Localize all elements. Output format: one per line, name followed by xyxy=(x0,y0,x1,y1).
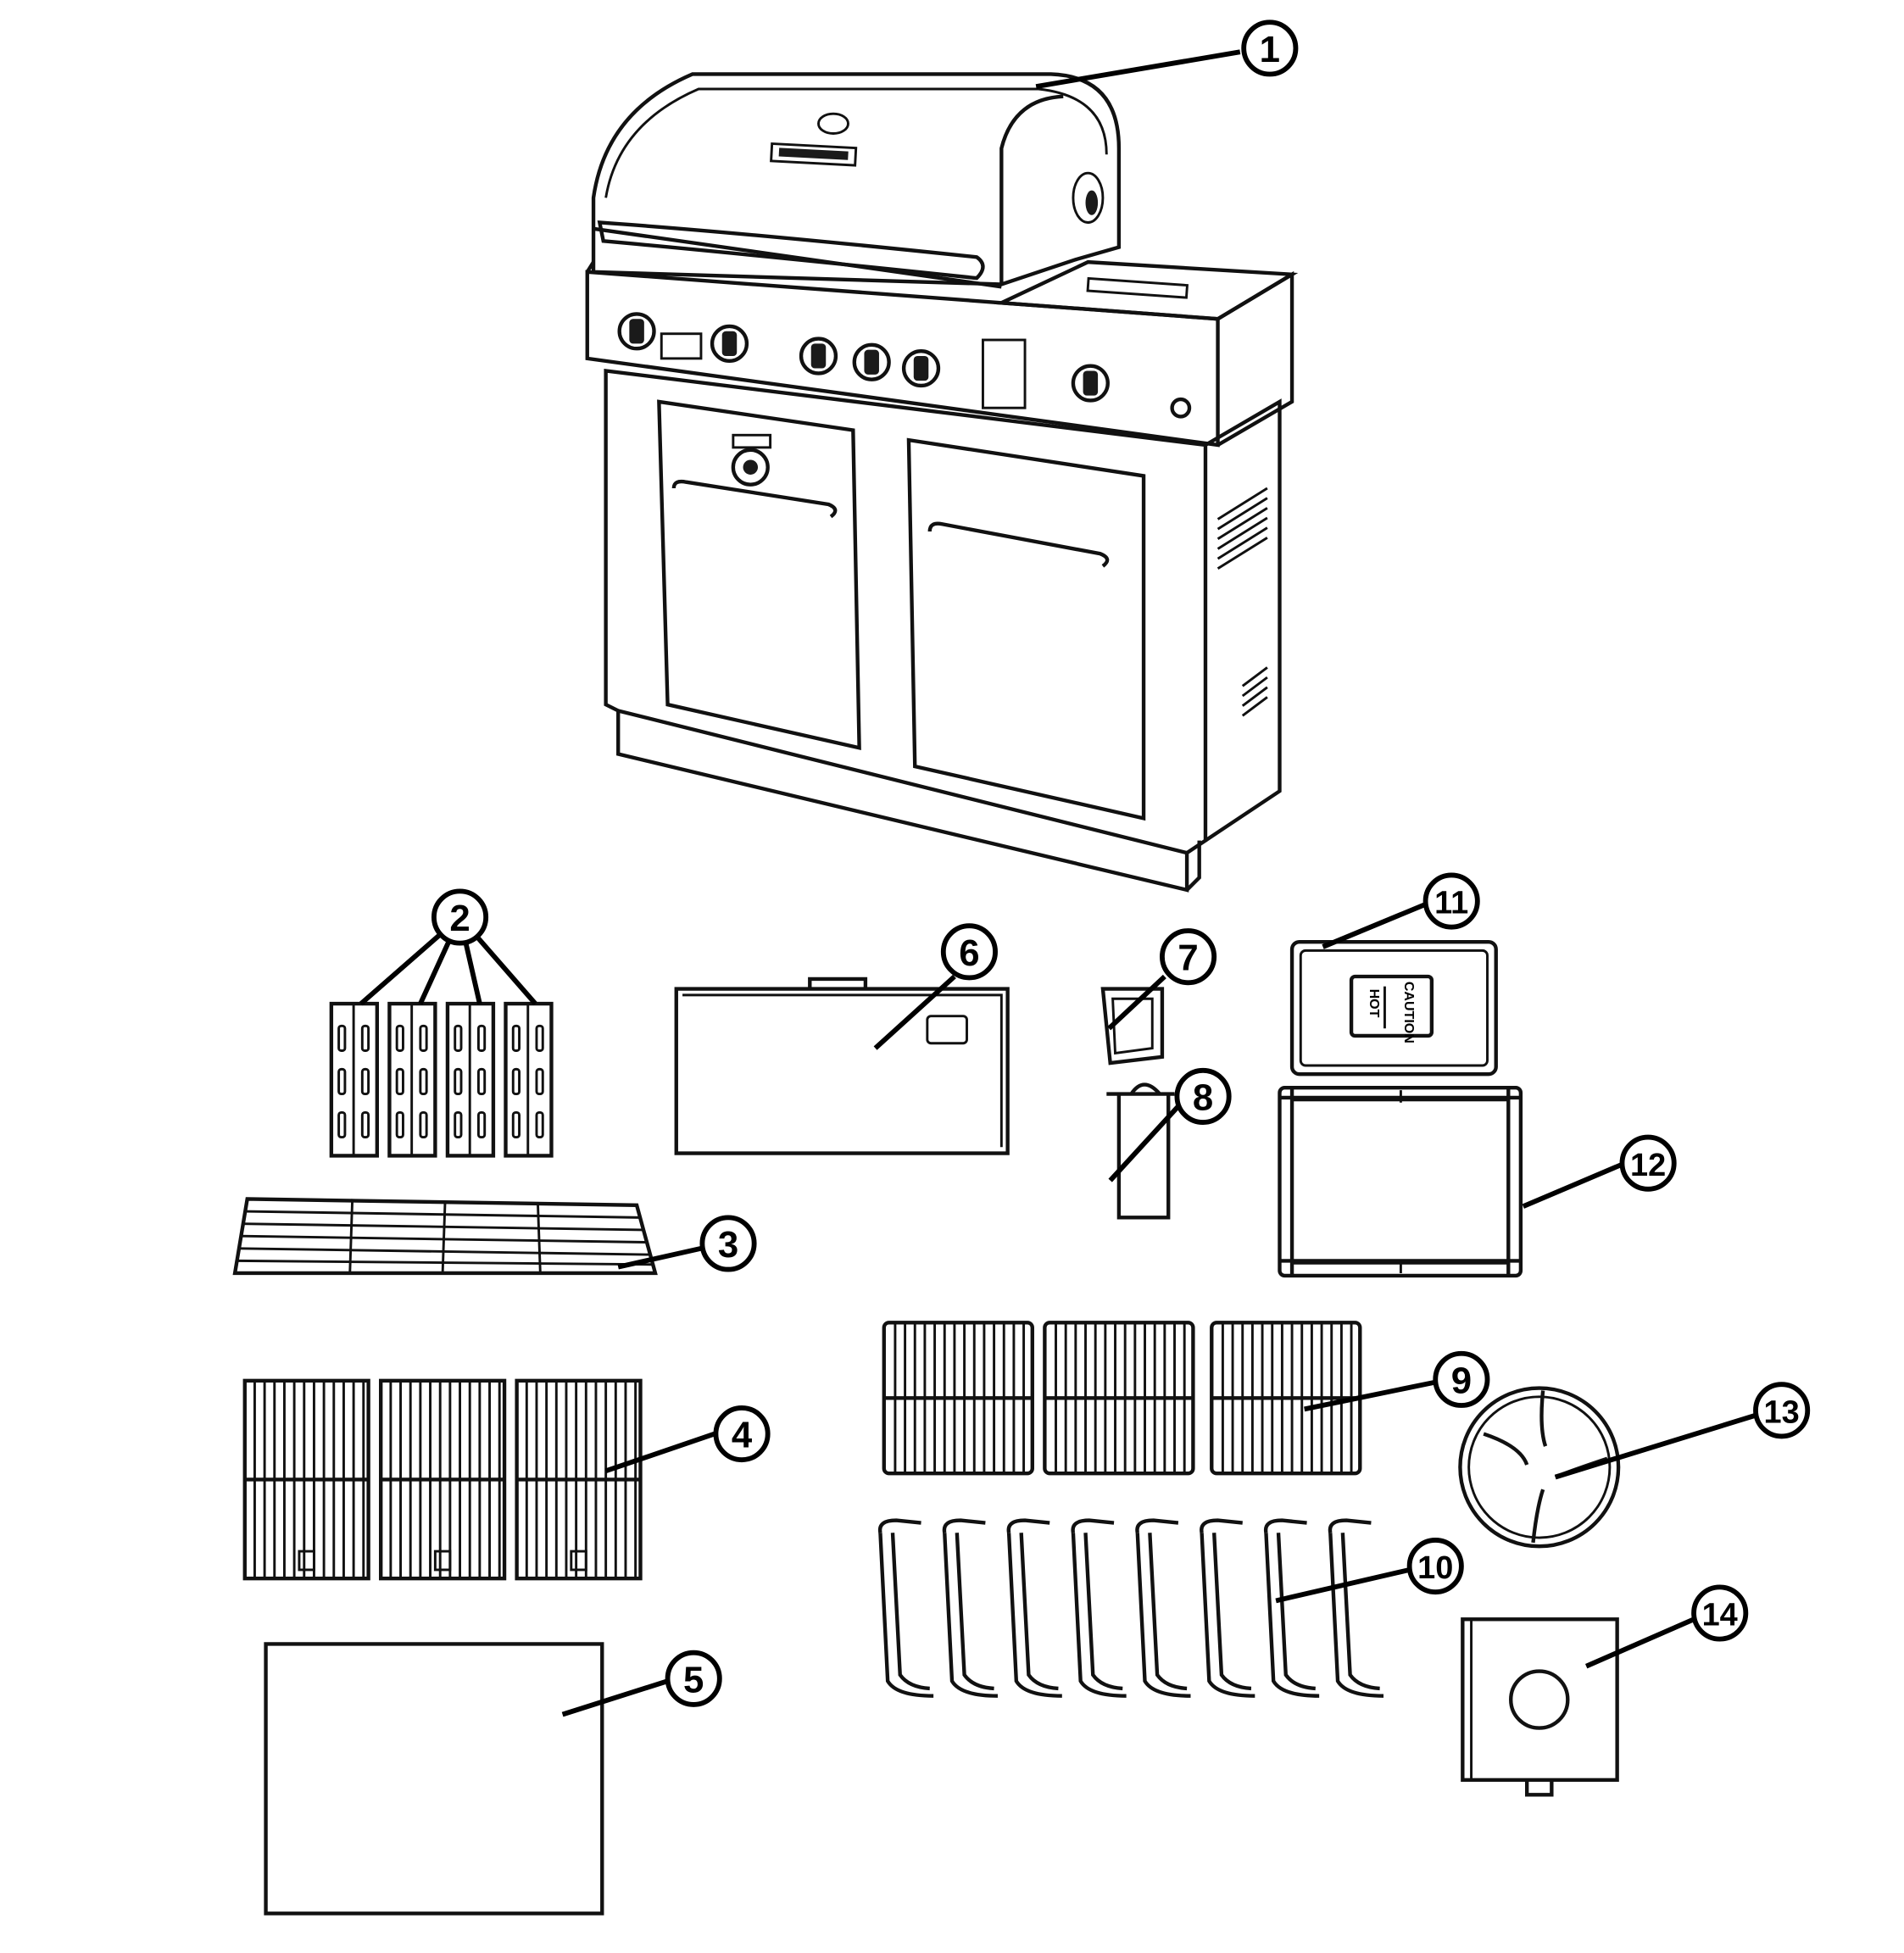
callout-14: 14 xyxy=(1691,1584,1749,1642)
callout-9: 9 xyxy=(1433,1350,1490,1408)
callout-5: 5 xyxy=(665,1650,722,1707)
svg-text:2: 2 xyxy=(449,898,470,939)
svg-text:8: 8 xyxy=(1193,1077,1213,1118)
burner-ring xyxy=(1458,1386,1621,1549)
side-grates xyxy=(882,1321,1362,1476)
side-burner-tray xyxy=(1278,1086,1523,1278)
heat-shield xyxy=(1461,1617,1619,1797)
callout-6: 6 xyxy=(940,923,998,981)
hot-label: HOT xyxy=(1367,989,1382,1018)
callout-8: 8 xyxy=(1174,1067,1232,1125)
callout-13: 13 xyxy=(1753,1382,1811,1439)
svg-text:14: 14 xyxy=(1702,1598,1738,1633)
leader-lines xyxy=(359,49,1756,1717)
grill-assembly xyxy=(585,72,1299,893)
side-burner-lid: CAUTION HOT xyxy=(1289,939,1498,1077)
cooking-grates xyxy=(242,1378,643,1581)
svg-text:12: 12 xyxy=(1630,1148,1666,1183)
callout-11: 11 xyxy=(1422,872,1480,930)
heat-tents xyxy=(329,1001,554,1158)
svg-text:6: 6 xyxy=(959,932,979,974)
callout-10: 10 xyxy=(1406,1538,1464,1595)
svg-text:13: 13 xyxy=(1764,1394,1800,1430)
side-vents xyxy=(1216,487,1268,717)
warming-rack xyxy=(232,1197,658,1276)
svg-text:10: 10 xyxy=(1417,1550,1453,1586)
svg-text:11: 11 xyxy=(1434,886,1468,921)
grease-cup xyxy=(1106,1082,1175,1220)
svg-text:4: 4 xyxy=(732,1415,753,1456)
callout-12: 12 xyxy=(1619,1134,1677,1192)
svg-text:9: 9 xyxy=(1451,1360,1472,1401)
svg-text:1: 1 xyxy=(1260,29,1280,70)
callout-4: 4 xyxy=(713,1405,771,1463)
callout-7: 7 xyxy=(1160,928,1217,986)
svg-text:5: 5 xyxy=(683,1659,704,1700)
callout-1: 1 xyxy=(1241,19,1299,77)
burner-tubes xyxy=(877,1518,1383,1698)
bottom-panel xyxy=(264,1642,604,1916)
svg-text:3: 3 xyxy=(718,1224,738,1266)
svg-text:7: 7 xyxy=(1177,938,1198,979)
control-knobs xyxy=(617,312,1192,419)
caution-label: CAUTION xyxy=(1401,982,1417,1043)
drawer xyxy=(674,976,1010,1155)
callout-3: 3 xyxy=(699,1215,757,1272)
callout-2: 2 xyxy=(431,888,489,946)
